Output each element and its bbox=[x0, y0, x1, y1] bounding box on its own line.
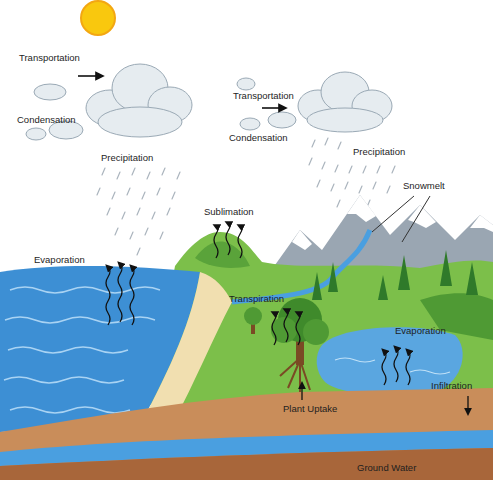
process-label: Transpiration bbox=[228, 293, 285, 305]
process-label: Evaporation bbox=[394, 325, 447, 337]
process-label: Evaporation bbox=[33, 254, 86, 266]
process-label: Precipitation bbox=[100, 152, 154, 164]
process-label: Infiltration bbox=[430, 380, 473, 392]
process-label: Precipitation bbox=[352, 146, 406, 158]
process-label: Transportation bbox=[18, 52, 81, 64]
process-label: Condensation bbox=[16, 114, 77, 126]
process-label: Snowmelt bbox=[402, 180, 446, 192]
process-label: Transportation bbox=[232, 90, 295, 102]
process-label: Condensation bbox=[228, 132, 289, 144]
process-label: Sublimation bbox=[203, 206, 255, 218]
process-label: Ground Water bbox=[356, 462, 417, 474]
process-label: Plant Uptake bbox=[282, 403, 338, 415]
